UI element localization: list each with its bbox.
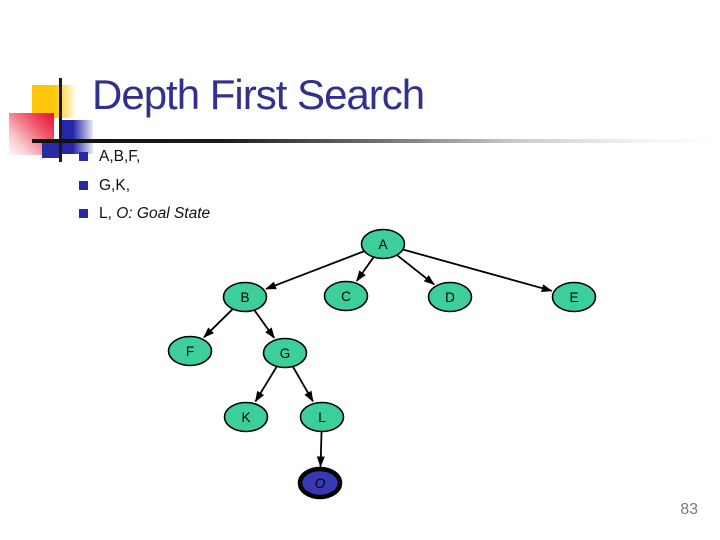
page-title: Depth First Search (92, 71, 425, 118)
accent-yellow-square (32, 85, 76, 118)
node-ellipse (323, 280, 369, 312)
bullet-square-icon (79, 152, 88, 161)
node-label: B (240, 290, 249, 305)
tree-node-A: A (360, 228, 406, 260)
bullet-text: G,K, (99, 176, 131, 194)
tree-edge-A-D (396, 254, 435, 286)
node-label: K (241, 410, 250, 425)
node-ellipse (551, 281, 597, 313)
tree-edge-L-O (316, 431, 325, 468)
page-number: 83 (680, 501, 698, 518)
tree-node-K: K (223, 401, 269, 433)
node-label: O (315, 476, 326, 491)
tree-node-B: B (222, 281, 268, 313)
tree-node-D: D (427, 281, 473, 313)
bullet-list: A,B,F, G,K, L, O: Goal State (79, 143, 210, 229)
tree-edge-B-G (253, 309, 275, 339)
node-ellipse (167, 335, 213, 367)
bullet-square-icon (79, 209, 88, 218)
node-ellipse (262, 337, 308, 369)
crosshair-vertical-line (59, 78, 62, 162)
node-label: A (378, 237, 387, 252)
node-label: L (318, 410, 326, 425)
goal-node-ellipse (297, 466, 343, 500)
bullet-row: A,B,F, (79, 143, 210, 172)
accent-blue-square (62, 120, 93, 154)
node-ellipse (223, 401, 269, 433)
bullet-row: L, O: Goal State (79, 200, 210, 229)
node-label: F (186, 344, 194, 359)
node-ellipse (222, 281, 268, 313)
node-label: D (445, 290, 455, 305)
tree-node-C: C (323, 280, 369, 312)
node-ellipse (299, 401, 345, 433)
bullet-text: L, O: Goal State (99, 205, 211, 222)
accent-blue-square-small (42, 141, 59, 158)
node-label: G (280, 346, 291, 361)
bullet-row: G,K, (79, 172, 210, 201)
tree-edge-B-F (203, 308, 234, 338)
tree-node-F: F (167, 335, 213, 367)
tree-node-G: G (262, 337, 308, 369)
tree-node-E: E (551, 281, 597, 313)
tree-edge-G-L (292, 366, 314, 403)
bullet-text: A,B,F, (99, 148, 141, 165)
title-underline-gradient (32, 139, 720, 143)
tree-edge-A-E (402, 248, 553, 292)
bullet-square-icon (79, 180, 88, 190)
tree-edge-A-B (265, 250, 365, 290)
tree-edge-G-K (254, 365, 278, 403)
node-ellipse (360, 228, 406, 260)
node-ellipse (427, 281, 473, 313)
tree-edge-A-C (356, 256, 375, 282)
tree-node-L: L (299, 401, 345, 433)
node-label: C (341, 289, 351, 304)
tree-node-O: O (297, 466, 343, 500)
node-label: E (569, 290, 578, 305)
